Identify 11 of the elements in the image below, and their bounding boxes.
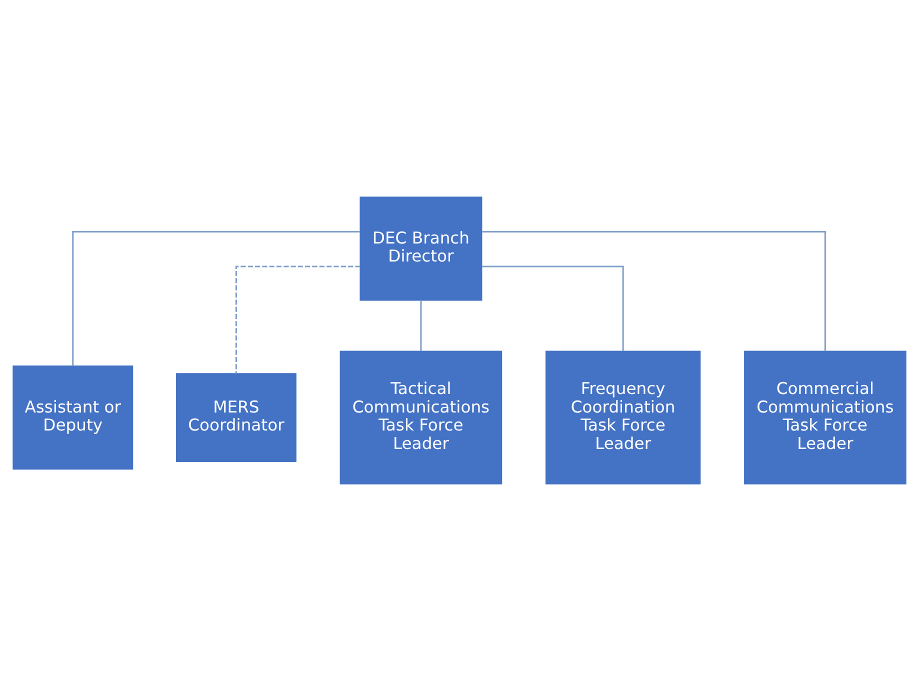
- connector: [72, 230, 360, 366]
- node-box: Frequency Coordination Task Force Leader: [546, 350, 701, 484]
- connector: [482, 230, 826, 351]
- node-box: Assistant or Deputy: [12, 365, 134, 470]
- node-box: DEC Branch Director: [360, 196, 482, 300]
- node-box: MERS Coordinator: [176, 372, 296, 462]
- connector: [420, 300, 422, 350]
- node-box: Commercial Communications Task Force Leader: [744, 350, 906, 484]
- node-box: Tactical Communications Task Force Leader: [340, 350, 502, 484]
- connector: [235, 265, 360, 373]
- connector: [482, 265, 624, 350]
